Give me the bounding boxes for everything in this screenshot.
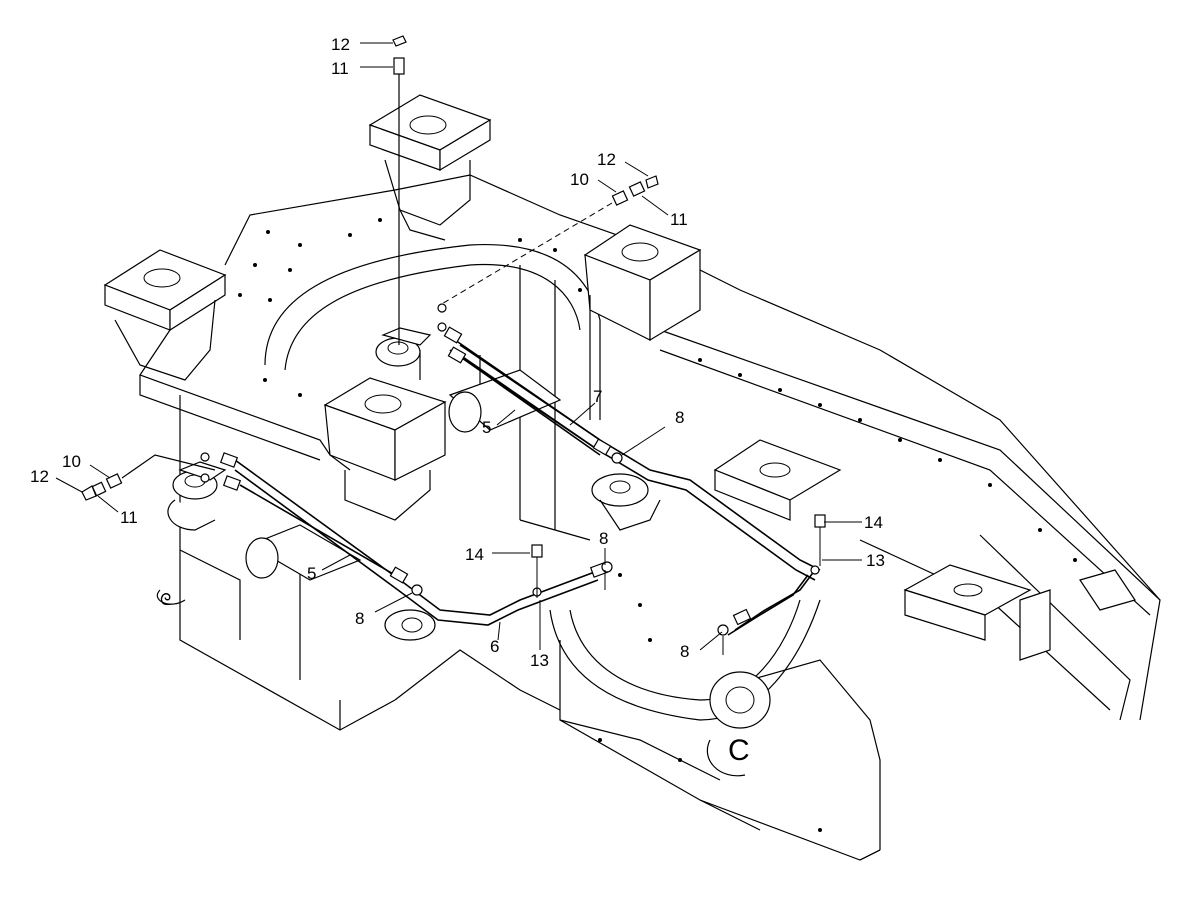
callout-10-right: 10 xyxy=(570,170,589,189)
mount-block-center xyxy=(323,377,447,521)
callout-14-mid: 14 xyxy=(465,545,484,564)
callout-12-top: 12 xyxy=(331,35,350,54)
mount-block-left xyxy=(103,249,227,381)
grease-nipple-left xyxy=(81,454,216,501)
track-mark: ᘓ xyxy=(160,592,171,609)
callout-12-left: 12 xyxy=(30,467,49,486)
mount-block-top xyxy=(368,94,492,241)
callout-11-right: 11 xyxy=(670,210,688,229)
cylinder-lower xyxy=(167,461,362,581)
callout-8-right: 8 xyxy=(680,642,689,661)
callout-6: 6 xyxy=(490,637,499,656)
leader-lines xyxy=(55,42,862,655)
callout-7: 7 xyxy=(593,387,602,406)
hose-6 xyxy=(234,459,601,626)
callout-10-left: 10 xyxy=(62,452,81,471)
callout-13-right: 13 xyxy=(866,551,885,570)
callouts: 12 11 12 10 11 10 12 11 7 5 8 5 8 6 14 8… xyxy=(30,35,885,670)
callout-11-left: 11 xyxy=(120,508,138,527)
mount-block-right xyxy=(583,224,702,342)
hose-5-upper xyxy=(449,339,601,449)
grease-nipple-top xyxy=(392,35,407,345)
bracket-right xyxy=(713,439,1136,661)
callout-12-right: 12 xyxy=(597,150,616,169)
callout-8-upper: 8 xyxy=(675,408,684,427)
idler-mark: C xyxy=(728,734,750,767)
track-frame: C ᘓ xyxy=(156,395,881,861)
fittings xyxy=(200,303,826,636)
callout-13-mid: 13 xyxy=(530,651,549,670)
callout-5-upper: 5 xyxy=(482,418,491,437)
callout-14-right: 14 xyxy=(864,513,883,532)
callout-8-mid: 8 xyxy=(599,529,608,548)
callout-5-lower: 5 xyxy=(307,564,316,583)
frame-holes xyxy=(238,218,1077,832)
cylinder-upper xyxy=(375,327,661,531)
grease-nipple-right xyxy=(439,175,659,306)
callout-11-top: 11 xyxy=(331,59,349,78)
callout-8-left: 8 xyxy=(355,609,364,628)
